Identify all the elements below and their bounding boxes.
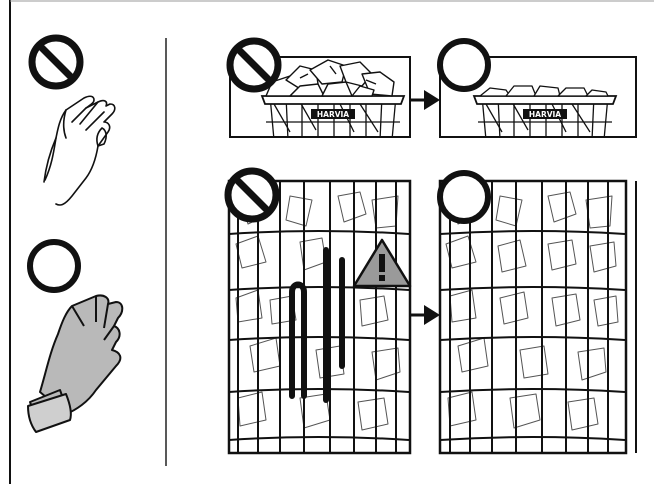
arrow-right-icon	[410, 305, 440, 325]
allowed-icon	[437, 38, 491, 92]
arrow-right-icon	[410, 90, 440, 110]
prohibited-icon	[226, 37, 282, 93]
bare-hand-icon	[43, 95, 116, 206]
brand-label: HARVIA	[529, 110, 561, 119]
brand-label: HARVIA	[317, 110, 349, 119]
warning-icon	[352, 238, 412, 288]
prohibited-icon	[28, 34, 84, 90]
allowed-icon	[27, 239, 81, 293]
prohibited-icon	[224, 167, 280, 223]
heater-level-stones: HARVIA	[439, 56, 637, 138]
heater-overfilled-stones: HARVIA	[229, 56, 411, 138]
allowed-icon	[437, 170, 491, 224]
outer-frame	[9, 0, 654, 484]
heater-elements-visible	[227, 179, 412, 455]
gloved-hand-icon	[27, 294, 124, 433]
heater-elements-covered	[438, 179, 637, 455]
